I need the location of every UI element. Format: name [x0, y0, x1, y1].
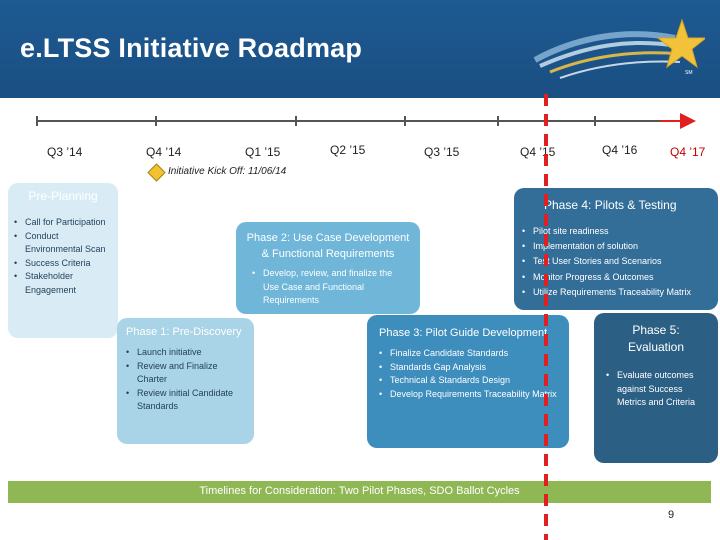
phase2-box: Phase 2: Use Case Development & Function… — [236, 222, 420, 314]
phase1-box: Phase 1: Pre-Discovery Launch initiative… — [117, 318, 254, 444]
list-item: Develop Requirements Traceability Matrix — [379, 388, 559, 402]
list-item: Finalize Candidate Standards — [379, 347, 559, 361]
quarter-label: Q3 ’15 — [424, 145, 460, 159]
kickoff-diamond-icon — [147, 163, 166, 182]
list-item: Call for Participation — [14, 216, 114, 230]
star-swoosh-logo: SM — [533, 18, 705, 79]
timeline-arrow-icon — [680, 113, 696, 129]
timeline-tick — [594, 116, 596, 126]
phase5-title-line1: Phase 5: — [632, 323, 680, 337]
list-item: Launch initiative — [126, 346, 250, 360]
phase4-box: Phase 4: Pilots & Testing Pilot site rea… — [514, 188, 718, 310]
list-item: Stakeholder Engagement — [14, 270, 114, 297]
phase2-list: Develop, review, and finalize the Use Ca… — [252, 267, 402, 308]
current-date-marker — [544, 94, 548, 540]
timeline-consideration-bar: Timelines for Consideration: Two Pilot P… — [8, 481, 711, 503]
quarter-label: Q4 ’15 — [520, 145, 556, 159]
pre-planning-box: Pre-Planning Call for Participation Cond… — [8, 183, 118, 338]
quarter-label-highlight: Q4 ’17 — [670, 145, 706, 159]
pre-planning-list: Call for Participation Conduct Environme… — [14, 216, 114, 297]
page-number: 9 — [668, 509, 675, 521]
list-item: Evaluate outcomes against Success Metric… — [606, 369, 714, 410]
quarter-label: Q3 ’14 — [47, 145, 83, 159]
phase1-title: Phase 1: Pre-Discovery — [126, 326, 242, 338]
timeline-tick — [404, 116, 406, 126]
phase5-box: Phase 5: Evaluation Evaluate outcomes ag… — [594, 313, 718, 463]
timeline-tick — [497, 116, 499, 126]
timeline-consideration-text: Timelines for Consideration: Two Pilot P… — [199, 485, 520, 497]
phase1-list: Launch initiative Review and Finalize Ch… — [126, 346, 250, 414]
quarter-label: Q4 ’14 — [146, 145, 182, 159]
timeline-tick — [36, 116, 38, 126]
list-item: Standards Gap Analysis — [379, 361, 559, 375]
slide-title: e.LTSS Initiative Roadmap — [20, 33, 363, 63]
list-item: Success Criteria — [14, 257, 114, 271]
list-item: Implementation of solution — [522, 239, 714, 254]
list-item: Review and Finalize Charter — [126, 360, 250, 387]
list-item: Test User Stories and Scenarios — [522, 254, 714, 269]
timeline-tick — [155, 116, 157, 126]
phase5-list: Evaluate outcomes against Success Metric… — [606, 369, 714, 410]
list-item: Conduct Environmental Scan — [14, 230, 114, 257]
phase4-title: Phase 4: Pilots & Testing — [544, 198, 677, 212]
list-item: Utilize Requirements Traceability Matrix — [522, 285, 694, 300]
list-item: Pilot site readiness — [522, 224, 714, 239]
quarter-label: Q2 ’15 — [330, 143, 366, 157]
pre-planning-title: Pre-Planning — [28, 189, 98, 203]
list-item: Technical & Standards Design — [379, 374, 559, 388]
quarter-label: Q4 ’16 — [602, 143, 638, 157]
phase3-box: Phase 3: Pilot Guide Development Finaliz… — [367, 315, 569, 448]
svg-text:SM: SM — [685, 70, 693, 76]
phase2-title-line2: & Functional Requirements — [261, 248, 395, 260]
kickoff-label: Initiative Kick Off: 11/06/14 — [168, 166, 287, 177]
slide-header: e.LTSS Initiative Roadmap SM — [0, 0, 720, 98]
list-item: Monitor Progress & Outcomes — [522, 270, 714, 285]
quarter-label: Q1 ’15 — [245, 145, 281, 159]
timeline-axis — [36, 120, 686, 122]
phase5-title-line2: Evaluation — [627, 340, 685, 354]
phase4-list: Pilot site readiness Implementation of s… — [522, 224, 714, 300]
phase2-title-line1: Phase 2: Use Case Development — [246, 232, 410, 244]
timeline-tick — [295, 116, 297, 126]
phase3-list: Finalize Candidate Standards Standards G… — [379, 347, 559, 401]
timeline-red-segment — [660, 120, 682, 122]
list-item: Review initial Candidate Standards — [126, 387, 250, 414]
list-item: Develop, review, and finalize the Use Ca… — [252, 267, 402, 308]
phase3-title: Phase 3: Pilot Guide Development — [379, 327, 548, 339]
